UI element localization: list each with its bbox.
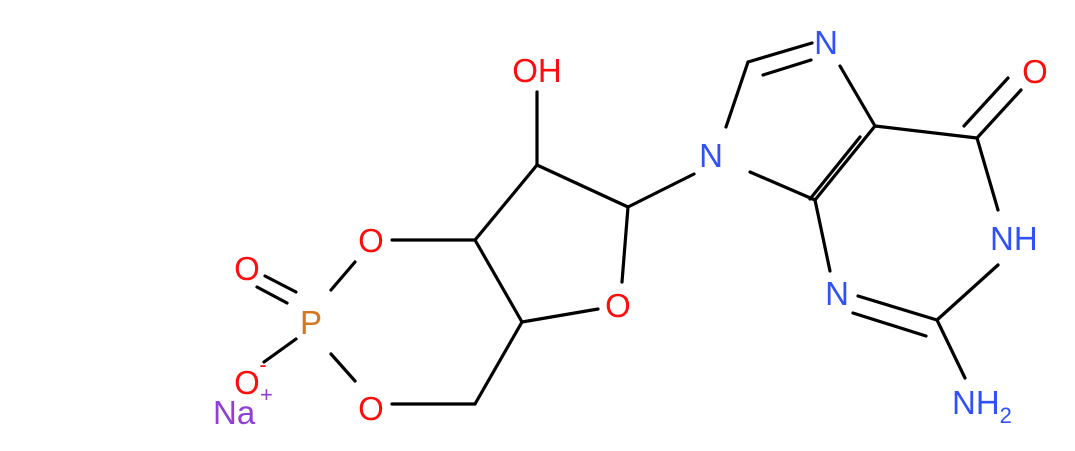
bond-o4-c4: [520, 307, 600, 324]
bond-c5-c4: [473, 320, 524, 406]
phosphoryl-oxygen-label: O: [234, 250, 260, 287]
bond-c2-n3-a: [856, 294, 939, 322]
anionic-oxygen-label: O: [234, 364, 260, 401]
nh-label: NH: [990, 220, 1038, 257]
bond-c8-n7-a: [746, 41, 814, 64]
bond-c1-o4: [620, 205, 630, 284]
n7-label: N: [814, 24, 838, 61]
bond-c5-c4-b: [808, 135, 862, 201]
oh-label: OH: [512, 52, 562, 89]
bond-o3-p: [329, 260, 357, 292]
bond-p-ominus: [262, 337, 298, 364]
bond-n3-c4: [813, 198, 832, 273]
bonds: [255, 41, 1023, 406]
bond-c2-c1: [535, 163, 630, 209]
bond-n1-c2: [935, 263, 1000, 322]
bond-p-o5: [329, 352, 357, 383]
ring-oxygen-5-label: O: [358, 390, 384, 427]
ring-oxygen-4-label: O: [605, 287, 631, 324]
negative-charge: -: [259, 352, 266, 377]
n9-label: N: [699, 137, 723, 174]
bond-c6-n1: [975, 136, 1000, 212]
phosphorus-label: P: [300, 304, 322, 341]
bond-c1-n9: [626, 172, 696, 209]
bond-p-o-double-a: [263, 274, 298, 294]
bond-c8-n7-b: [761, 58, 813, 77]
bond-c2-n3-b: [851, 311, 928, 338]
bond-c2-nh2: [935, 318, 967, 380]
bond-c2-c3: [473, 163, 539, 242]
bond-c5-c4-a: [813, 124, 877, 202]
bond-c5-c6: [873, 124, 979, 140]
bond-c4-c3: [473, 238, 524, 324]
bond-p-o-double-b: [255, 285, 289, 305]
bond-n7-c5: [838, 64, 877, 128]
positive-charge: +: [260, 382, 273, 407]
amino-subscript: 2: [1000, 403, 1012, 428]
amino-nh: NH: [952, 384, 1000, 421]
bond-c6-o-b: [962, 76, 1010, 128]
carbonyl-oxygen-label: O: [1022, 53, 1048, 90]
sodium-label: Na: [213, 394, 256, 431]
ring-oxygen-3-label: O: [358, 222, 384, 259]
n3-label: N: [825, 275, 849, 312]
bond-c6-o-a: [975, 88, 1023, 140]
atom-labels: OH O O O P O O - N N N NH O NH2 Na +: [213, 24, 1048, 431]
bond-c4-n9: [748, 170, 817, 202]
amino-label: NH2: [952, 384, 1012, 428]
bond-n9-c8: [724, 60, 750, 129]
